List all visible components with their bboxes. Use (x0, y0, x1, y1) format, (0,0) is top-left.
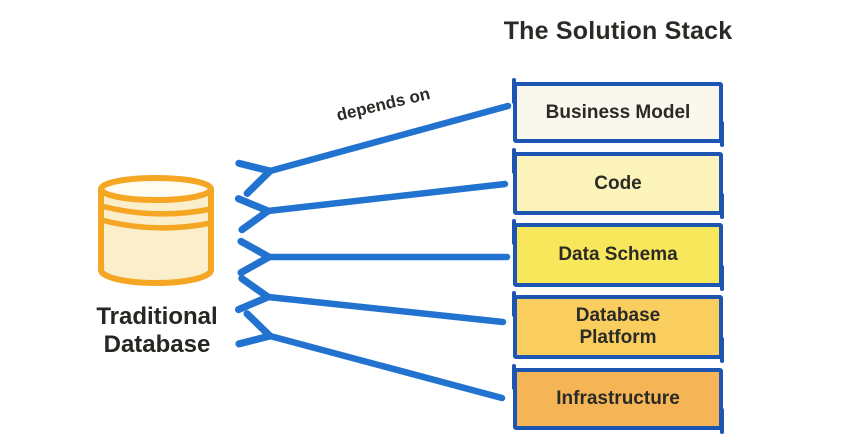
cylinder-body (98, 186, 214, 286)
stack-box-data-schema: Data Schema (512, 219, 724, 291)
traditional-database-label: Traditional Database (57, 303, 257, 359)
stack-box-label: Business Model (545, 101, 691, 123)
arrow-business-model (270, 102, 512, 171)
arrow-code (268, 180, 509, 211)
cylinder-top (98, 175, 214, 203)
diagram-title: The Solution Stack (503, 17, 733, 45)
database-cylinder-icon (98, 175, 214, 286)
stack-box-business-model: Business Model (512, 78, 724, 147)
stack-box-infrastructure: Infrastructure (512, 364, 724, 434)
cylinder-band-line-2 (98, 217, 214, 231)
stack-box-code: Code (512, 148, 724, 219)
stack-box-label: Infrastructure (556, 388, 680, 409)
traditional-database-line2: Database (103, 331, 211, 358)
stack-box-label: Database Platform (575, 304, 661, 348)
traditional-database-line1: Traditional (96, 303, 218, 330)
cylinder-band-line-1 (98, 203, 214, 217)
depends-on-label: depends on (334, 84, 432, 125)
stack-box-label: Data Schema (558, 244, 678, 265)
arrow-database-platform (268, 297, 507, 326)
stack-box-label: Code (594, 172, 642, 194)
stack-box-database-platform: Database Platform (512, 291, 724, 363)
arrow-infrastructure (270, 336, 506, 402)
